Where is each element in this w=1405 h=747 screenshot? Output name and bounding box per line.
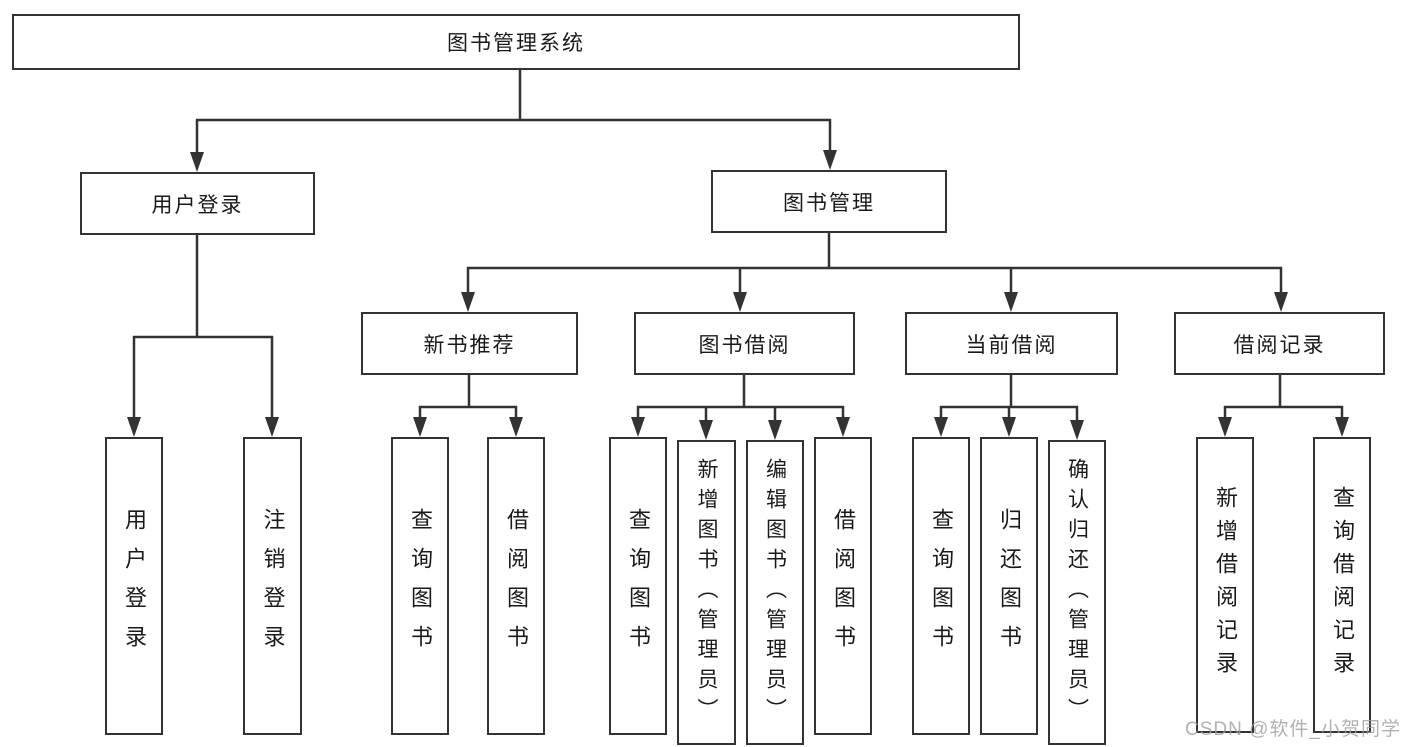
node-book-borrow-label: 图书借阅 bbox=[698, 333, 791, 357]
leaf-add-borrow-record: 新增借阅记录 bbox=[1196, 437, 1254, 733]
leaf-query-borrow-record-label: 查询借阅记录 bbox=[1330, 486, 1355, 684]
node-user-login: 用户登录 bbox=[80, 172, 315, 235]
node-book-borrow: 图书借阅 bbox=[634, 312, 855, 375]
arrowhead-icon bbox=[934, 417, 948, 437]
arrowhead-icon bbox=[1274, 292, 1288, 312]
leaf-confirm-return-admin-label: 确认归还（管理员） bbox=[1065, 457, 1089, 728]
leaf-return-books: 归还图书 bbox=[980, 437, 1038, 735]
leaf-logout: 注销登录 bbox=[243, 437, 302, 735]
connector-lines bbox=[132, 70, 1344, 422]
node-root-label: 图书管理系统 bbox=[447, 32, 585, 55]
arrowhead-icon bbox=[461, 292, 475, 312]
node-root: 图书管理系统 bbox=[12, 14, 1020, 70]
leaf-borrow-query-books: 查询图书 bbox=[609, 437, 667, 735]
leaf-add-borrow-record-label: 新增借阅记录 bbox=[1213, 486, 1238, 684]
leaf-add-books-admin: 新增图书（管理员） bbox=[677, 440, 736, 745]
arrowhead-icon bbox=[413, 417, 427, 437]
leaf-add-books-admin-label: 新增图书（管理员） bbox=[695, 457, 718, 728]
leaf-current-query-books: 查询图书 bbox=[912, 437, 970, 735]
arrowheads bbox=[127, 150, 1349, 440]
node-current-borrow: 当前借阅 bbox=[905, 312, 1118, 375]
arrowhead-icon bbox=[823, 150, 837, 170]
csdn-watermark: CSDN @软件_小贺同学 bbox=[1185, 719, 1401, 740]
arrowhead-icon bbox=[768, 420, 782, 440]
node-book-management-label: 图书管理 bbox=[783, 191, 875, 215]
leaf-current-query-books-label: 查询图书 bbox=[929, 508, 954, 664]
leaf-edit-books-admin-label: 编辑图书（管理员） bbox=[763, 457, 787, 728]
leaf-recommend-borrow-books-label: 借阅图书 bbox=[504, 508, 529, 664]
arrowhead-icon bbox=[733, 292, 747, 312]
leaf-borrow-books-label: 借阅图书 bbox=[831, 508, 856, 664]
leaf-recommend-query-books: 查询图书 bbox=[391, 437, 449, 735]
arrowhead-icon bbox=[1218, 417, 1232, 437]
leaf-query-borrow-record: 查询借阅记录 bbox=[1313, 437, 1371, 733]
arrowhead-icon bbox=[509, 417, 523, 437]
node-new-book-recommend: 新书推荐 bbox=[361, 312, 578, 375]
arrowhead-icon bbox=[699, 420, 713, 440]
leaf-user-login: 用户登录 bbox=[105, 437, 163, 735]
leaf-user-login-label: 用户登录 bbox=[122, 508, 147, 664]
arrowhead-icon bbox=[190, 152, 204, 172]
node-borrow-records: 借阅记录 bbox=[1174, 312, 1385, 375]
leaf-edit-books-admin: 编辑图书（管理员） bbox=[746, 440, 804, 745]
node-user-login-label: 用户登录 bbox=[151, 193, 244, 217]
node-current-borrow-label: 当前借阅 bbox=[965, 333, 1058, 357]
leaf-borrow-query-books-label: 查询图书 bbox=[626, 508, 651, 664]
leaf-return-books-label: 归还图书 bbox=[997, 508, 1022, 664]
arrowhead-icon bbox=[1002, 417, 1016, 437]
leaf-recommend-borrow-books: 借阅图书 bbox=[487, 437, 545, 735]
node-book-management: 图书管理 bbox=[711, 170, 947, 233]
arrowhead-icon bbox=[265, 417, 279, 437]
node-borrow-records-label: 借阅记录 bbox=[1233, 333, 1326, 357]
leaf-logout-label: 注销登录 bbox=[260, 508, 286, 664]
arrowhead-icon bbox=[127, 417, 141, 437]
leaf-recommend-query-books-label: 查询图书 bbox=[408, 508, 433, 664]
arrowhead-icon bbox=[631, 417, 645, 437]
arrowhead-icon bbox=[1070, 420, 1084, 440]
arrowhead-icon bbox=[836, 417, 850, 437]
arrowhead-icon bbox=[1335, 417, 1349, 437]
arrowhead-icon bbox=[1004, 292, 1018, 312]
leaf-borrow-books: 借阅图书 bbox=[814, 437, 872, 735]
node-new-book-recommend-label: 新书推荐 bbox=[423, 333, 516, 357]
leaf-confirm-return-admin: 确认归还（管理员） bbox=[1048, 440, 1106, 745]
